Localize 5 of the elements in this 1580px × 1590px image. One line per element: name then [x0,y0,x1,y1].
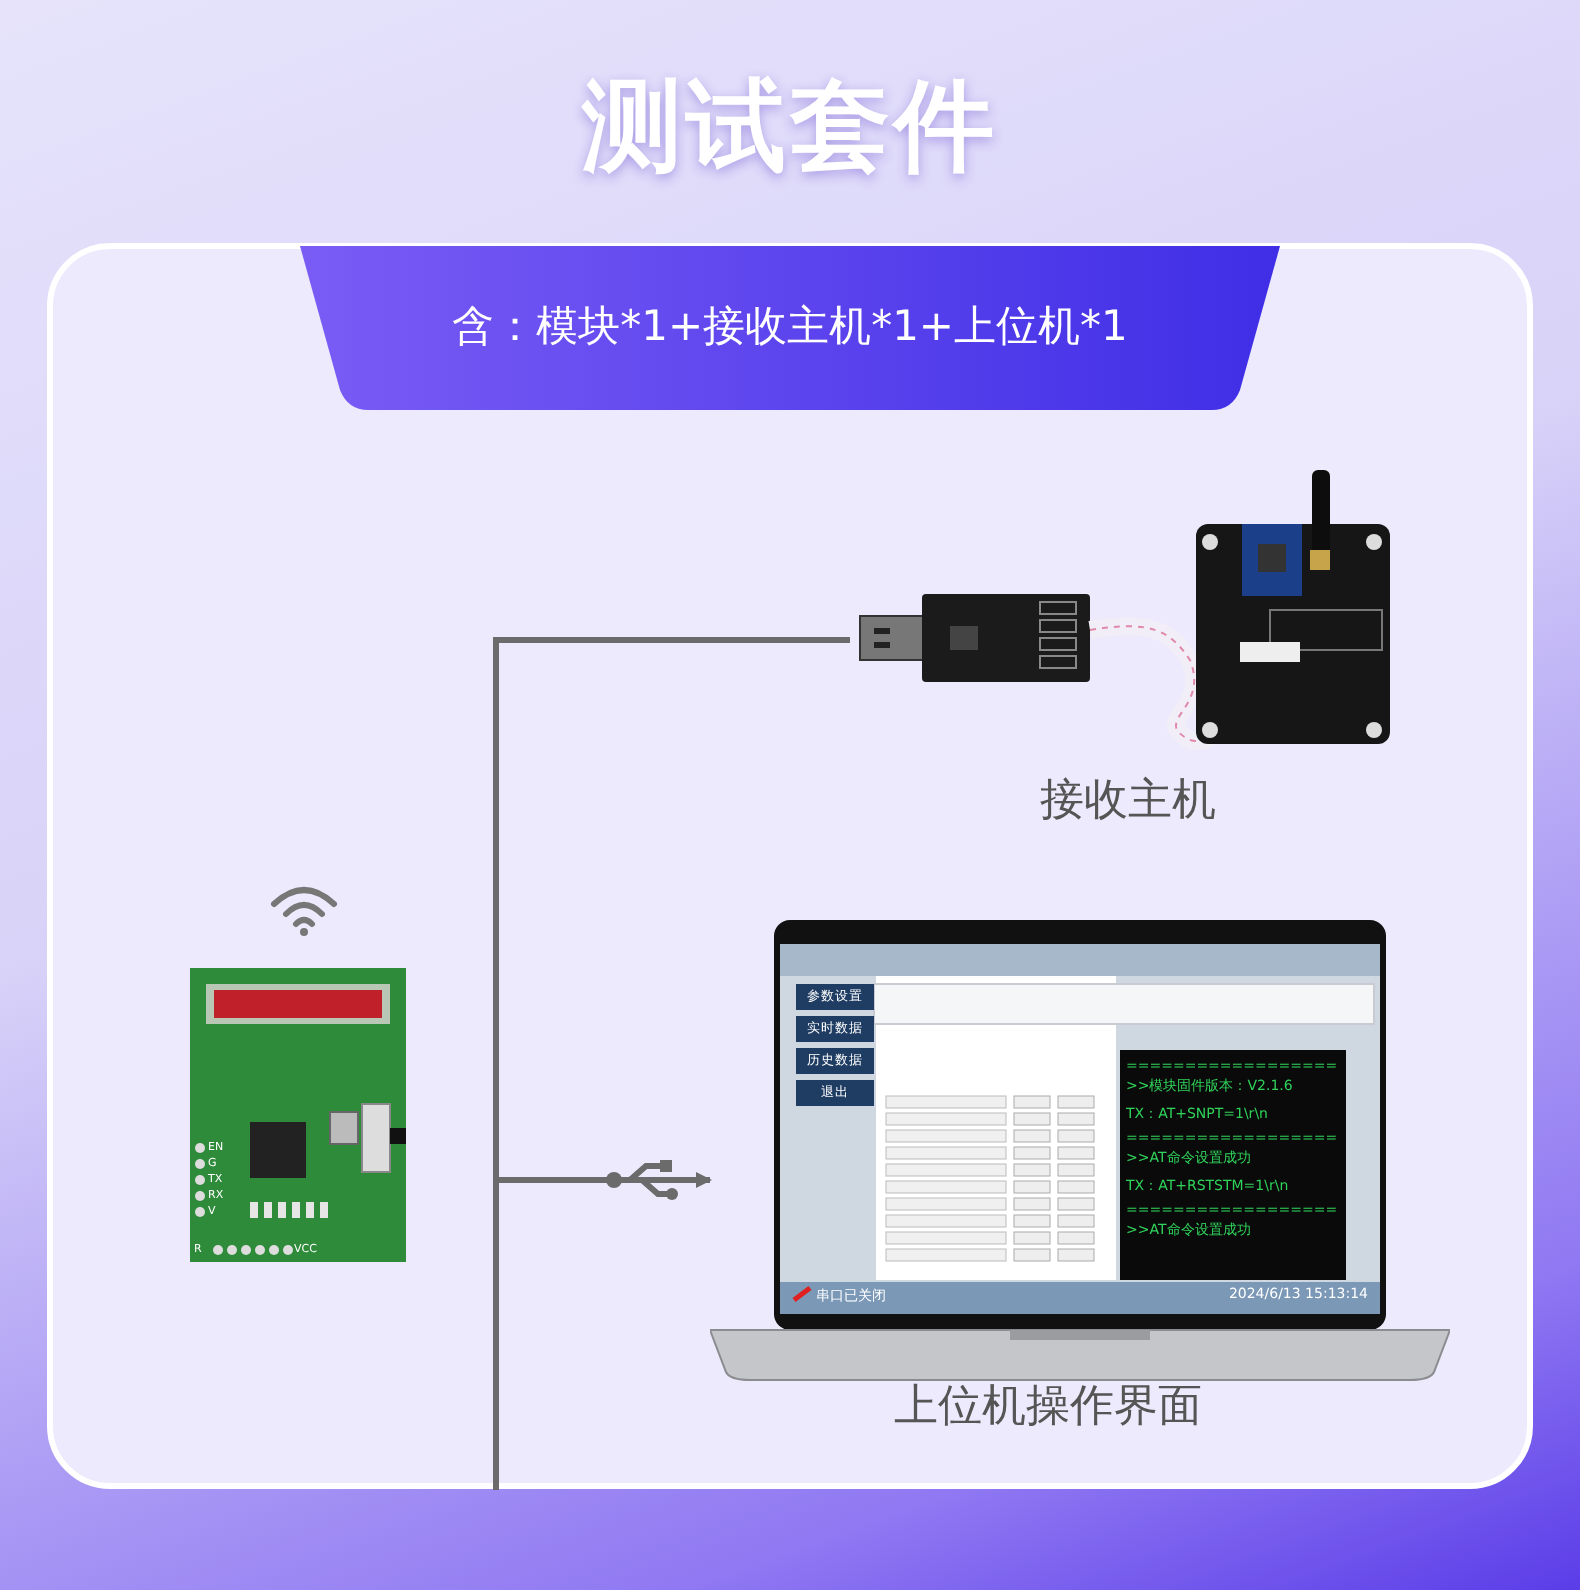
banner-text: 含：模块*1+接收主机*1+上位机*1 [450,300,1130,354]
node-label: 接收主机 [1040,774,1216,830]
banner [300,246,1280,410]
node-label: 上位机操作界面 [894,1380,1202,1436]
connector-line [493,637,853,1493]
